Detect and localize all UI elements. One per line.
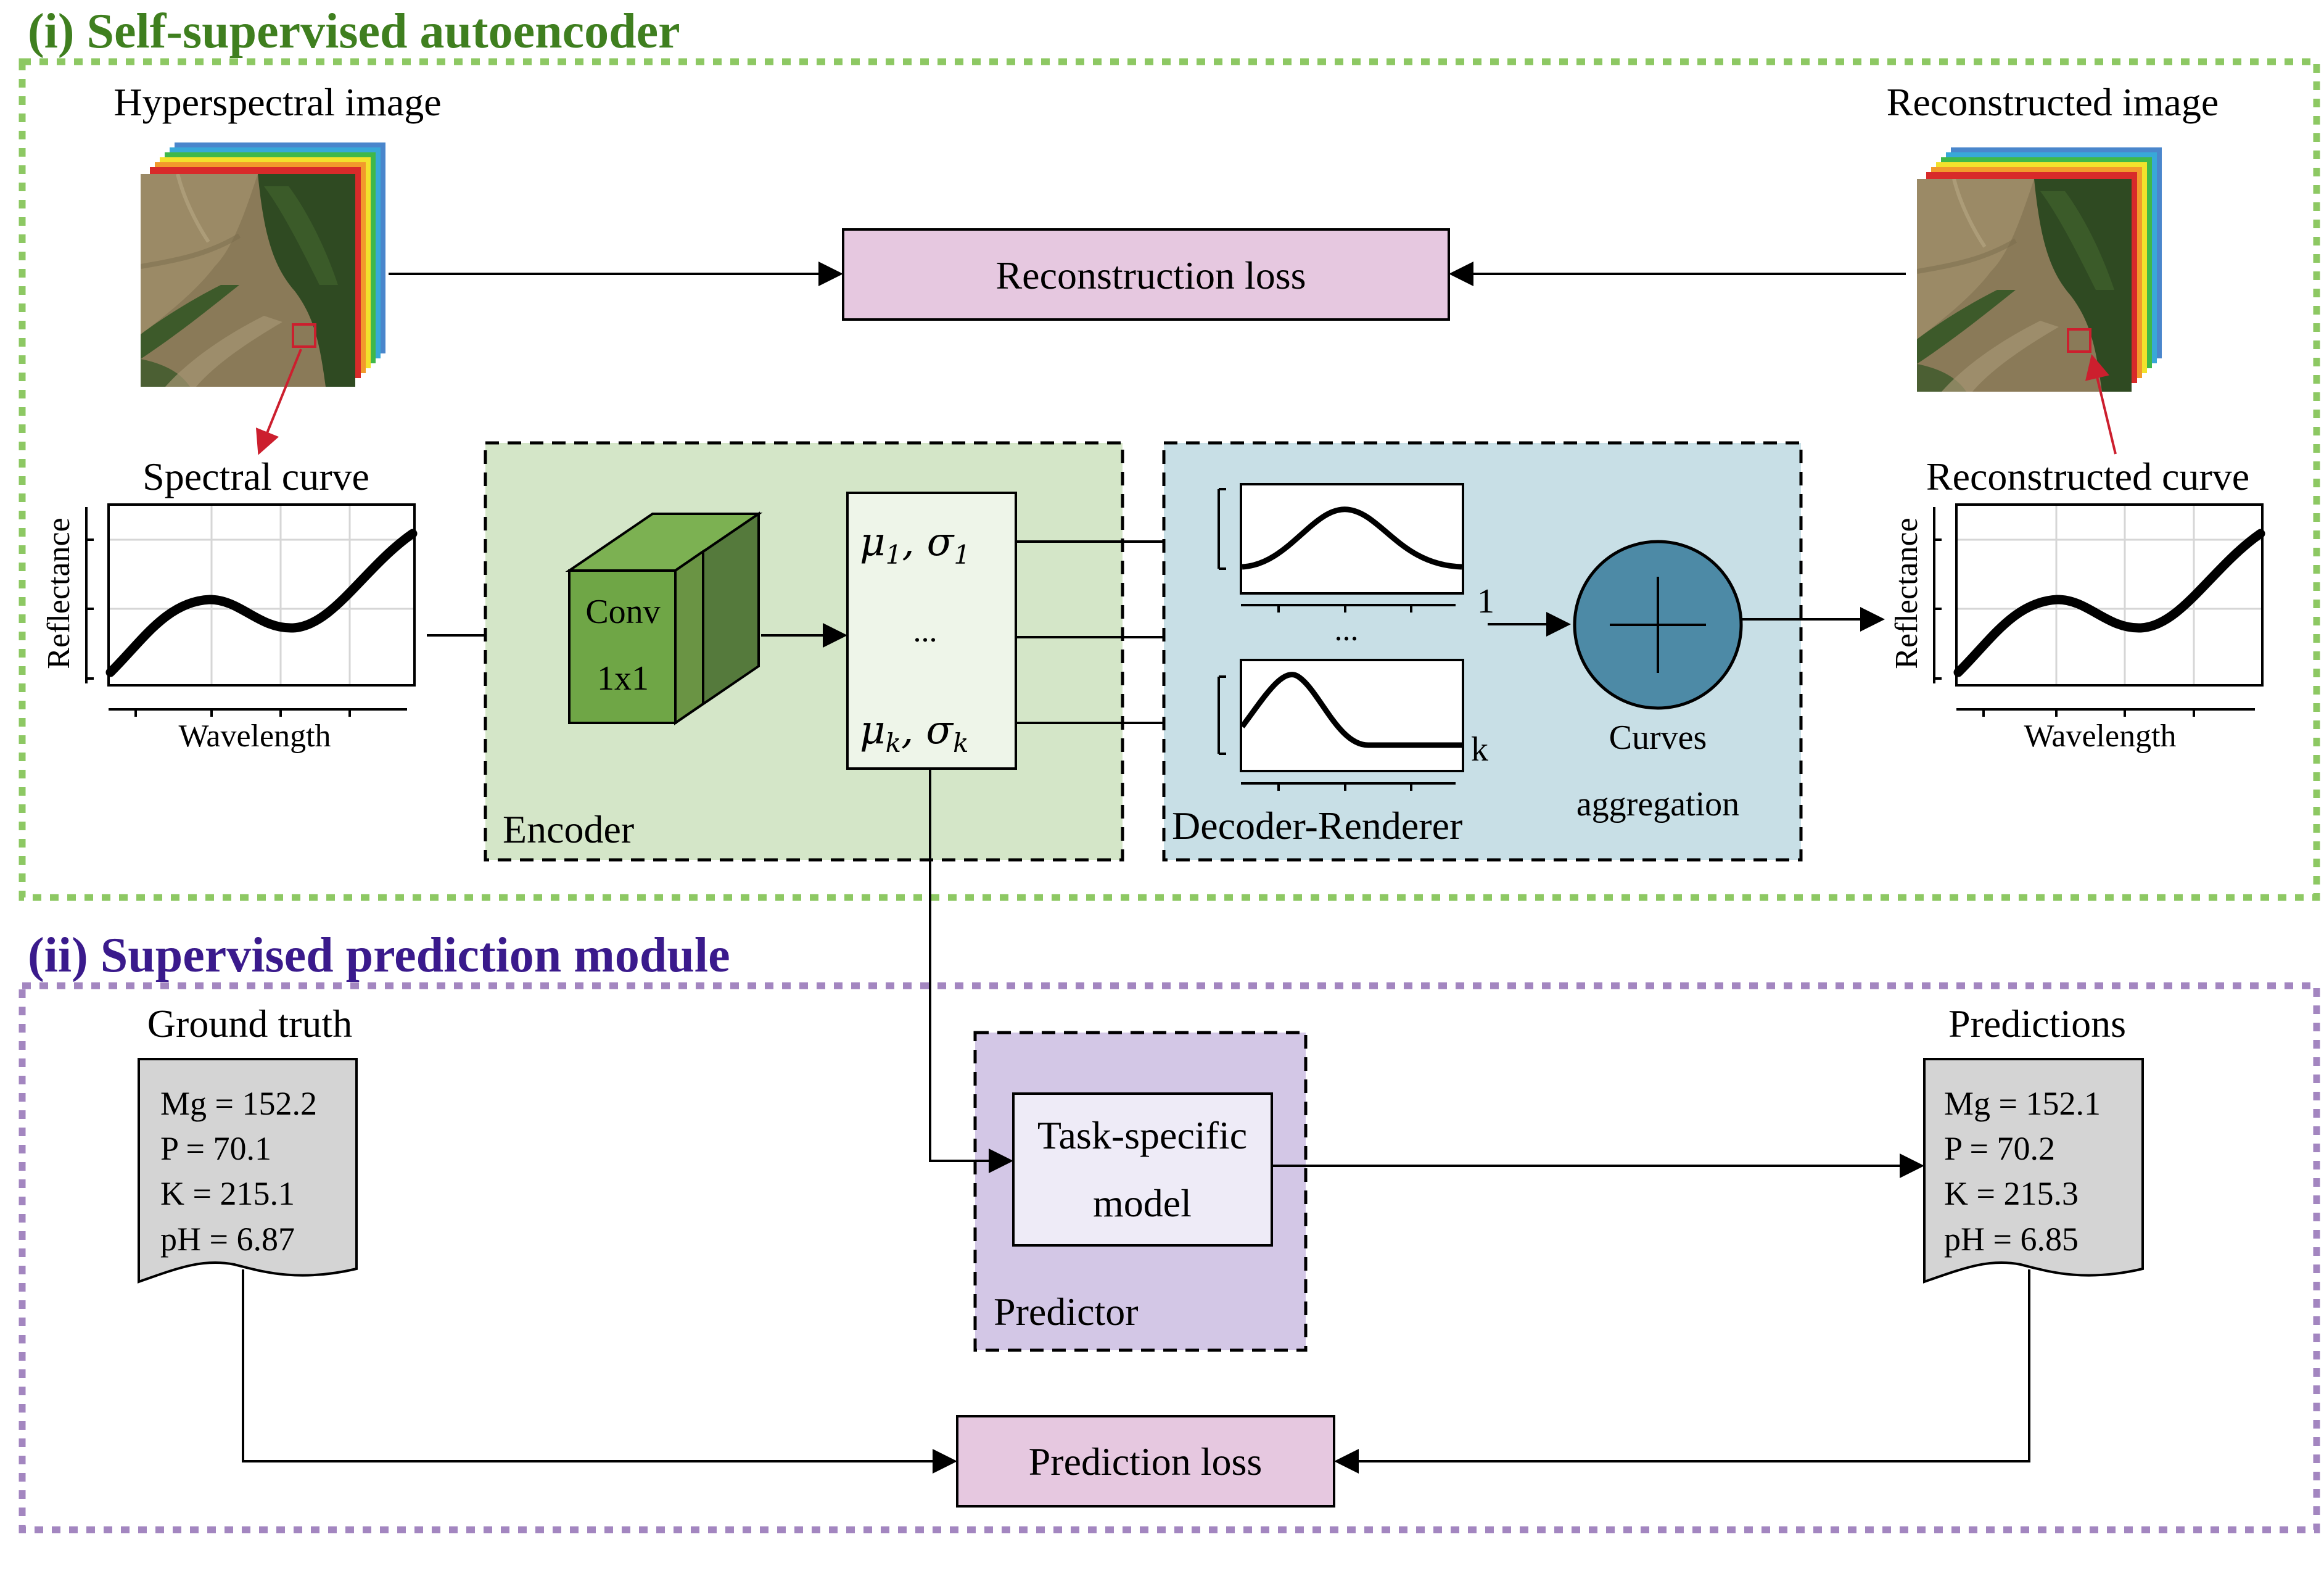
spectral-curve-ylabel: Reflectance bbox=[41, 518, 76, 669]
aggregation-sum-icon bbox=[1573, 540, 1743, 710]
section2-border bbox=[19, 982, 2320, 1533]
conv-label-line1: Conv bbox=[585, 593, 660, 631]
reconstructed-curve-ylabel: Reflectance bbox=[1889, 518, 1924, 669]
predictions-line-1: Mg = 152.1 bbox=[1944, 1085, 2101, 1122]
predictions-line-3: K = 215.3 bbox=[1944, 1175, 2079, 1212]
arrow-params-to-model bbox=[929, 769, 1013, 1173]
predictions-line-2: P = 70.2 bbox=[1944, 1130, 2055, 1167]
reconstructed-image-label: Reconstructed image bbox=[1887, 80, 2219, 124]
task-model-box bbox=[1012, 1092, 1273, 1247]
param-first: μ1,σ1 bbox=[860, 519, 970, 570]
encoder-label: Encoder bbox=[503, 807, 634, 851]
basis-ellipsis: ... bbox=[1335, 613, 1359, 648]
spectral-curve-xlabel: Wavelength bbox=[178, 719, 331, 754]
ground-truth-line-3: K = 215.1 bbox=[160, 1175, 295, 1212]
params-ellipsis: ... bbox=[913, 614, 937, 649]
task-model-line1: Task-specific bbox=[1037, 1113, 1247, 1157]
basis-index-last: k bbox=[1471, 730, 1488, 769]
hyperspectral-image-stack bbox=[141, 142, 385, 387]
spectral-curve-title: Spectral curve bbox=[142, 455, 369, 498]
prediction-loss-box bbox=[956, 1415, 1335, 1508]
aggregation-label-line2: aggregation bbox=[1576, 785, 1739, 823]
section1-title: (i) Self-supervised autoencoder bbox=[28, 4, 680, 59]
predictions-document bbox=[1923, 1058, 2144, 1284]
ground-truth-line-1: Mg = 152.2 bbox=[160, 1085, 317, 1122]
section2-title: (ii) Supervised prediction module bbox=[28, 928, 730, 983]
reconstruction-loss-label: Reconstruction loss bbox=[995, 254, 1306, 297]
latent-params-box bbox=[846, 492, 1017, 770]
patch-marker-right bbox=[2067, 328, 2091, 353]
reconstructed-curve-plot: Wavelength Reflectance bbox=[1889, 503, 2265, 754]
arrow-curve-to-patch bbox=[2085, 354, 2117, 455]
ground-truth-document bbox=[138, 1058, 358, 1284]
reconstructed-image-stack bbox=[1917, 147, 2162, 392]
decoder-label: Decoder-Renderer bbox=[1172, 804, 1462, 848]
ground-truth-line-4: pH = 6.87 bbox=[160, 1221, 295, 1258]
aggregation-label-line1: Curves bbox=[1609, 719, 1707, 757]
arrow-predictions-to-loss bbox=[1334, 1269, 2030, 1474]
param-last: μk,σk bbox=[860, 707, 969, 758]
conv-block: Conv 1x1 bbox=[565, 511, 763, 725]
section1-border bbox=[19, 58, 2320, 901]
arrow-groundtruth-to-loss bbox=[242, 1269, 957, 1474]
predictions-line-4: pH = 6.85 bbox=[1944, 1221, 2079, 1258]
conv-label-line2: 1x1 bbox=[597, 659, 649, 698]
hyperspectral-label: Hyperspectral image bbox=[113, 80, 441, 124]
prediction-loss-label: Prediction loss bbox=[1029, 1440, 1263, 1483]
ground-truth-line-2: P = 70.1 bbox=[160, 1130, 271, 1167]
basis-curve-1 bbox=[1218, 483, 1464, 613]
predictor-label: Predictor bbox=[994, 1290, 1139, 1334]
task-model-line2: model bbox=[1093, 1181, 1192, 1225]
predictions-label: Predictions bbox=[1948, 1002, 2126, 1046]
arrow-patch-to-curve bbox=[255, 349, 302, 455]
reconstructed-curve-title: Reconstructed curve bbox=[1926, 455, 2249, 498]
patch-marker-left bbox=[292, 323, 316, 348]
reconstructed-curve-xlabel: Wavelength bbox=[2024, 719, 2176, 754]
basis-curve-k bbox=[1218, 659, 1464, 791]
reconstruction-loss-box bbox=[842, 228, 1450, 321]
spectral-curve-plot: Wavelength Reflectance bbox=[41, 503, 418, 754]
basis-index-first: 1 bbox=[1477, 582, 1494, 621]
ground-truth-label: Ground truth bbox=[147, 1002, 352, 1046]
